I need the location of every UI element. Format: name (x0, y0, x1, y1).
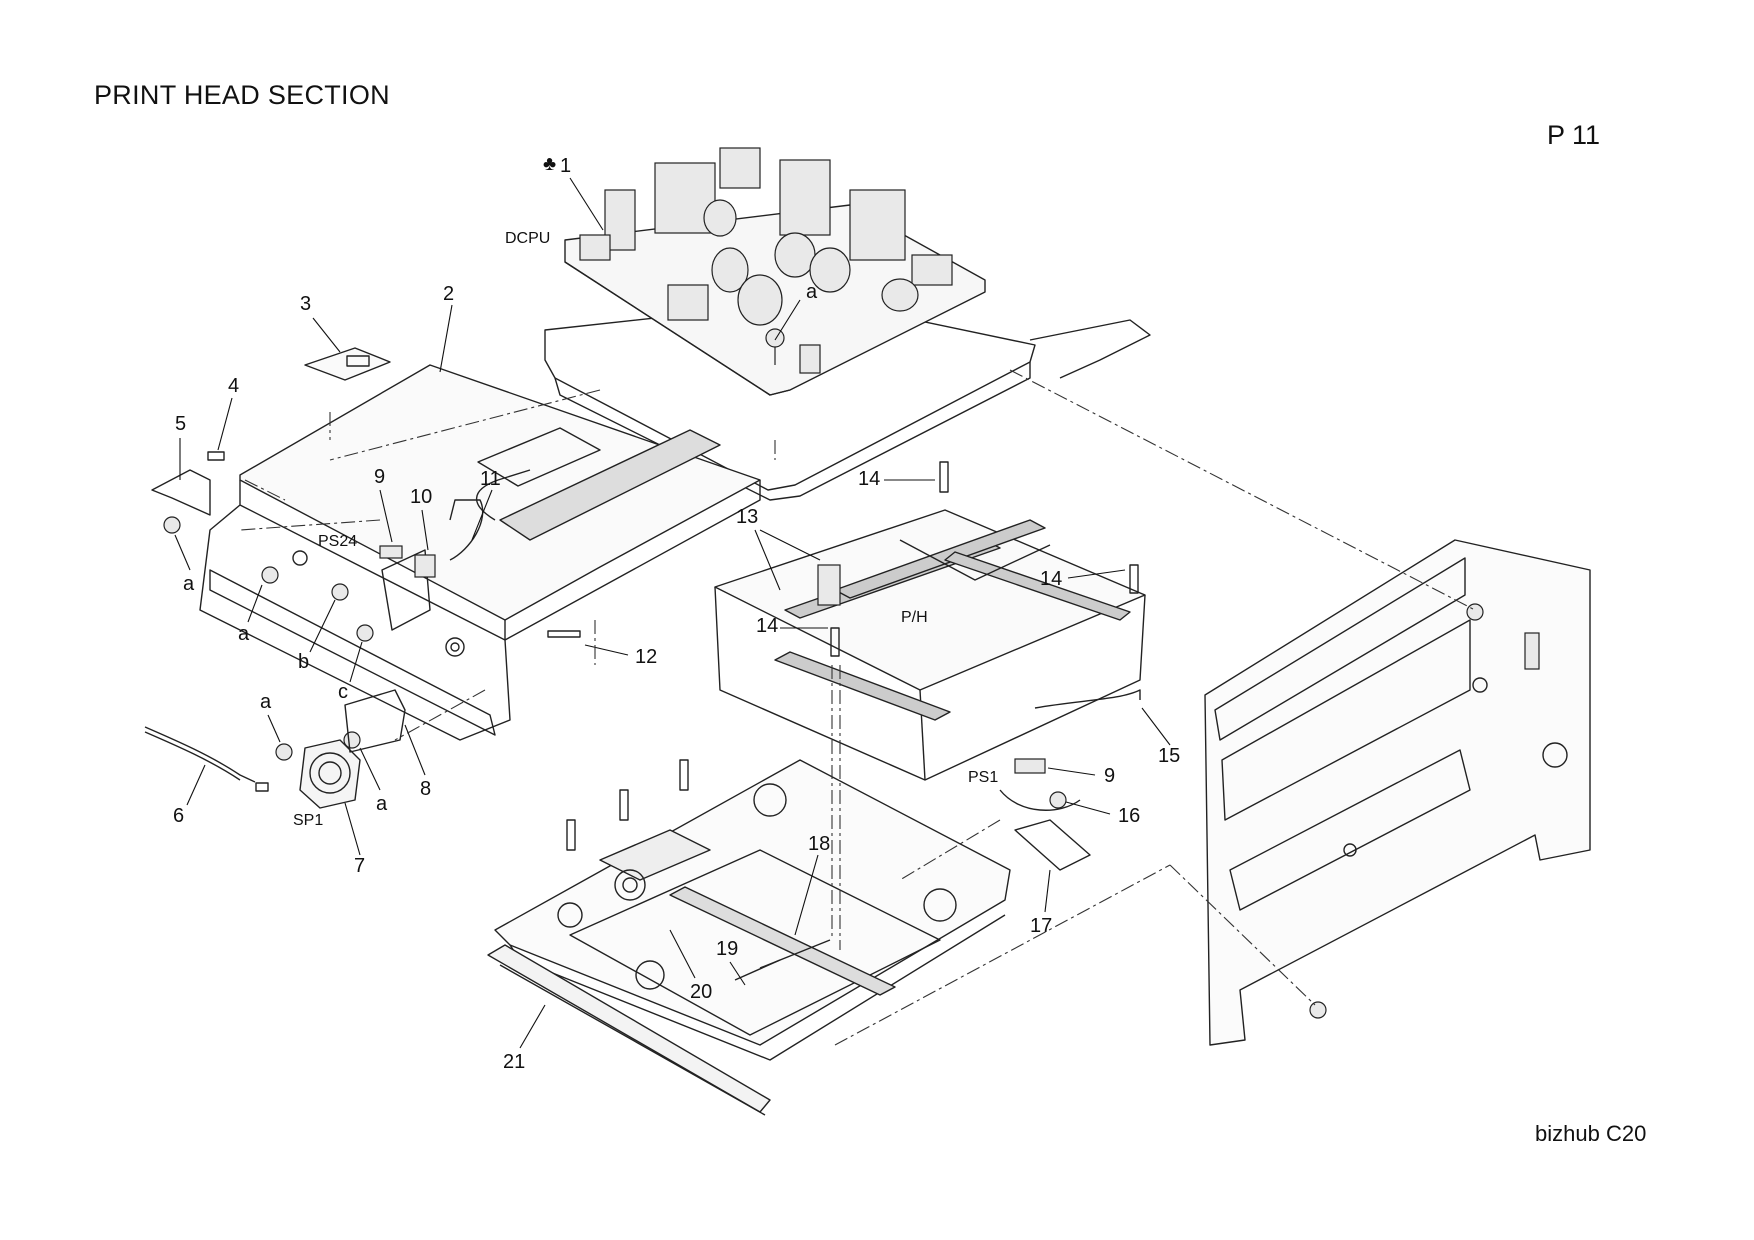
part-4 (207, 451, 225, 461)
callout-a-sp1-right: a (376, 793, 388, 815)
callout-10: 10 (410, 486, 432, 508)
callout-18: 18 (808, 833, 830, 855)
callout-11: 11 (480, 468, 501, 490)
part-11-harness (449, 499, 484, 561)
callout-c: c (338, 681, 348, 703)
part-12 (547, 630, 581, 638)
part-5-bracket (151, 469, 211, 516)
callout-14-mid: 14 (756, 615, 778, 637)
callout-8: 8 (420, 778, 431, 800)
callout-club-mark: ♣ (543, 153, 556, 175)
dcpu-board-assembly (544, 147, 1151, 501)
callout-13: 13 (736, 506, 758, 528)
callout-7: 7 (354, 855, 365, 877)
label-ph: P/H (901, 609, 928, 626)
model-name: bizhub C20 (1535, 1121, 1647, 1146)
part-15-cable (1034, 689, 1141, 709)
part-6-cable (144, 726, 256, 783)
callout-4: 4 (228, 375, 239, 397)
ps24-sensor (379, 545, 403, 559)
base-frame (494, 759, 1011, 1061)
part-16-spring (999, 789, 1081, 811)
callout-a-left: a (238, 623, 250, 645)
callout-a-sp1: a (260, 691, 272, 713)
callout-6: 6 (173, 805, 184, 827)
label-sp1: SP1 (293, 812, 323, 829)
sp1-speaker (299, 739, 361, 809)
part-8-bracket (344, 689, 406, 753)
page-title: PRINT HEAD SECTION (94, 80, 390, 110)
left-frame-cover (199, 364, 761, 741)
callout-5: 5 (175, 413, 186, 435)
label-ps24: PS24 (318, 533, 357, 550)
callout-9-left: 9 (374, 466, 385, 488)
callout-1: 1 (560, 155, 571, 177)
callout-14-top: 14 (858, 468, 880, 490)
callout-a-dcpu: a (806, 281, 818, 303)
part-21-rail (487, 944, 771, 1113)
ps1-sensor (1014, 758, 1046, 774)
callout-19: 19 (716, 938, 738, 960)
callout-3: 3 (300, 293, 311, 315)
callout-21: 21 (503, 1051, 525, 1073)
callout-9-right: 9 (1104, 765, 1115, 787)
right-frame (1204, 539, 1591, 1046)
callout-14-right: 14 (1040, 568, 1062, 590)
label-ps1: PS1 (968, 769, 998, 786)
print-head-unit (714, 509, 1146, 781)
callout-16: 16 (1118, 805, 1140, 827)
label-dcpu: DCPU (505, 230, 550, 247)
callout-a-5: a (183, 573, 195, 595)
callout-b: b (298, 651, 309, 673)
part-17-bracket (1014, 819, 1091, 871)
callout-15: 15 (1158, 745, 1180, 767)
callout-12: 12 (635, 646, 657, 668)
callout-20: 20 (690, 981, 712, 1003)
part-10-bracket (381, 549, 431, 631)
page-number: P 11 (1547, 120, 1601, 150)
callout-17: 17 (1030, 915, 1052, 937)
callout-2: 2 (443, 283, 454, 305)
